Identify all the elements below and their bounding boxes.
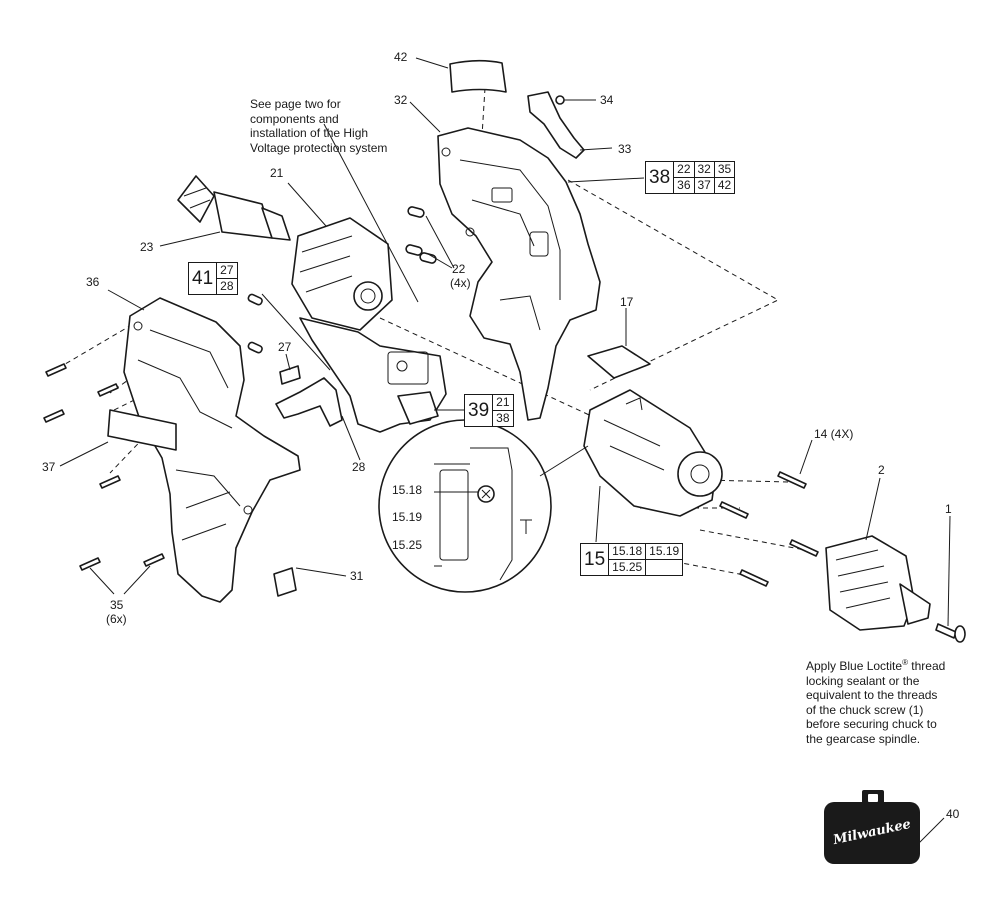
leader-line xyxy=(415,57,449,69)
leader-line xyxy=(865,477,881,541)
callout-17: 17 xyxy=(620,295,634,309)
screw-34 xyxy=(555,95,572,105)
note-loctite-body: thread locking sealant or the equivalent… xyxy=(806,659,946,746)
callout-35-qty: (6x) xyxy=(106,612,127,626)
callout-15-25: 15.25 xyxy=(392,538,423,552)
kit-item: 42 xyxy=(717,178,732,192)
callout-28: 28 xyxy=(352,460,366,474)
callout-23: 23 xyxy=(140,240,154,254)
label-37 xyxy=(107,409,177,451)
kit-box-41: 41 27 28 xyxy=(188,262,238,295)
kit-number-38: 38 xyxy=(646,162,675,193)
leader-line xyxy=(947,515,951,627)
housing-half-36 xyxy=(123,297,301,603)
leader-line xyxy=(159,231,221,247)
kit-item: 27 xyxy=(217,263,237,279)
chuck-2 xyxy=(825,535,931,631)
screws-35 xyxy=(43,363,165,571)
assembly-line xyxy=(54,319,141,371)
callout-22-qty: (4x) xyxy=(450,276,471,290)
kit-item: 28 xyxy=(220,279,234,293)
case-logo-text: Milwaukee xyxy=(831,816,913,848)
kit-item: 35 xyxy=(714,162,735,178)
kit-item: 32 xyxy=(694,162,715,178)
leader-line xyxy=(59,441,109,467)
belt-clip-33 xyxy=(527,91,585,159)
kit-box-39: 39 21 38 xyxy=(464,394,514,427)
kit-item: 15.19 xyxy=(646,544,683,560)
callout-33: 33 xyxy=(618,142,632,156)
note-high-voltage: See page two for components and installa… xyxy=(250,97,388,155)
tool-case-40 xyxy=(824,790,920,864)
kit-item: 37 xyxy=(695,178,715,193)
leader-line xyxy=(285,353,291,371)
assembly-line xyxy=(567,179,780,391)
callout-15-19: 15.19 xyxy=(392,510,423,524)
callout-40: 40 xyxy=(946,807,960,821)
callout-22: 22 xyxy=(452,262,466,276)
callout-42: 42 xyxy=(394,50,408,64)
assembly-line xyxy=(701,479,791,483)
detail-magnifier xyxy=(378,419,589,593)
assembly-line xyxy=(379,317,601,421)
leader-line xyxy=(567,177,645,183)
pins-41 xyxy=(247,293,263,354)
leader-line xyxy=(287,182,327,227)
kit-item-empty xyxy=(646,560,682,575)
leader-line xyxy=(295,567,347,577)
kit-box-38: 38 22 32 35 36 37 42 xyxy=(645,161,736,194)
kit-number-15: 15 xyxy=(581,544,610,575)
leader-line xyxy=(89,565,151,595)
armature-23 xyxy=(177,175,291,241)
trigger-28 xyxy=(275,377,343,427)
kit-box-15: 15 15.18 15.19 15.25 xyxy=(580,543,684,576)
registered-mark: ® xyxy=(902,658,908,667)
note-loctite-lead: Apply Blue Loctite xyxy=(806,659,903,673)
kit-number-41: 41 xyxy=(189,263,218,294)
kit-item: 15.25 xyxy=(609,560,647,575)
callout-1: 1 xyxy=(945,502,952,516)
callout-27: 27 xyxy=(278,340,292,354)
callout-34: 34 xyxy=(600,93,614,107)
leader-line xyxy=(909,817,945,853)
callout-2: 2 xyxy=(878,463,885,477)
kit-item: 22 xyxy=(674,162,695,178)
bit-holder-31 xyxy=(273,567,297,597)
callout-32: 32 xyxy=(394,93,408,107)
kit-item: 36 xyxy=(674,178,695,193)
switch-39 xyxy=(299,317,447,433)
kit-number-39: 39 xyxy=(465,395,494,426)
housing-half-32 xyxy=(437,127,601,421)
leader-line xyxy=(323,123,419,303)
callout-31: 31 xyxy=(350,569,364,583)
leader-line xyxy=(341,415,361,461)
callout-21: 21 xyxy=(270,166,284,180)
note-loctite: Apply Blue Loctite® thread locking seala… xyxy=(806,656,945,746)
callout-15-18: 15.18 xyxy=(392,483,423,497)
gearcase-15 xyxy=(583,389,723,517)
callout-35: 35 xyxy=(110,598,124,612)
kit-item: 38 xyxy=(496,411,510,425)
warning-label-42 xyxy=(449,59,507,93)
leader-line xyxy=(107,289,145,311)
kit-item: 21 xyxy=(493,395,513,411)
leader-line xyxy=(579,147,613,151)
assembly-line xyxy=(699,529,806,551)
leader-line xyxy=(799,439,813,475)
leader-line xyxy=(261,293,331,371)
clip-17 xyxy=(587,345,651,379)
pins-22 xyxy=(405,206,437,264)
screws-14 xyxy=(719,471,819,587)
callout-14: 14 (4X) xyxy=(814,427,854,441)
kit-item: 15.18 xyxy=(609,544,647,560)
leader-line xyxy=(409,101,441,133)
callout-37: 37 xyxy=(42,460,56,474)
chuck-screw-1 xyxy=(935,623,966,643)
callout-36: 36 xyxy=(86,275,100,289)
leader-line xyxy=(425,215,455,269)
leader-line xyxy=(595,485,601,543)
motor-21 xyxy=(291,217,393,331)
spring-27 xyxy=(279,365,301,385)
